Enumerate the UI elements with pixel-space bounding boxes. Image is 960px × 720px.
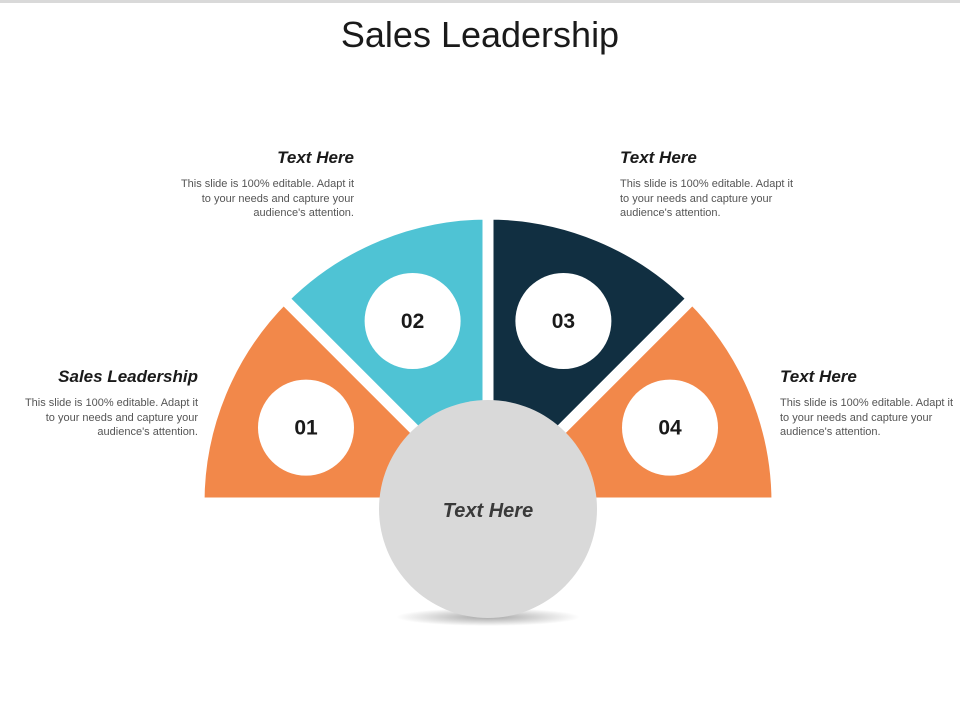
text-block-3: Text Here This slide is 100% editable. A… (620, 148, 800, 221)
center-circle (379, 400, 597, 618)
text-block-4-heading: Text Here (780, 367, 857, 386)
text-block-1-heading: Sales Leadership (58, 367, 198, 386)
segment-02-number: 02 (401, 310, 424, 333)
segment-01-badge (257, 379, 354, 476)
text-block-1: Sales Leadership This slide is 100% edit… (18, 367, 198, 440)
text-block-2-body: This slide is 100% editable. Adapt it to… (180, 178, 354, 219)
center-label: Text Here (443, 500, 533, 522)
segment-04-number: 04 (658, 417, 682, 440)
text-block-2: Text Here This slide is 100% editable. A… (174, 148, 354, 221)
center-layer: Text Here (379, 400, 597, 626)
segment-03-badge (515, 272, 612, 369)
segment-04-badge (622, 379, 719, 476)
text-block-3-heading: Text Here (620, 148, 697, 167)
segment-01-number: 01 (294, 417, 318, 440)
text-block-4-body: This slide is 100% editable. Adapt it to… (780, 397, 954, 438)
text-block-4: Text Here This slide is 100% editable. A… (780, 367, 960, 440)
text-block-1-body: This slide is 100% editable. Adapt it to… (24, 397, 198, 438)
segment-03-number: 03 (552, 310, 575, 333)
slide-title: Sales Leadership (340, 14, 620, 55)
text-block-2-heading: Text Here (277, 148, 354, 167)
text-block-3-body: This slide is 100% editable. Adapt it to… (620, 178, 794, 219)
segment-02-badge (364, 272, 461, 369)
top-rule (0, 0, 960, 3)
